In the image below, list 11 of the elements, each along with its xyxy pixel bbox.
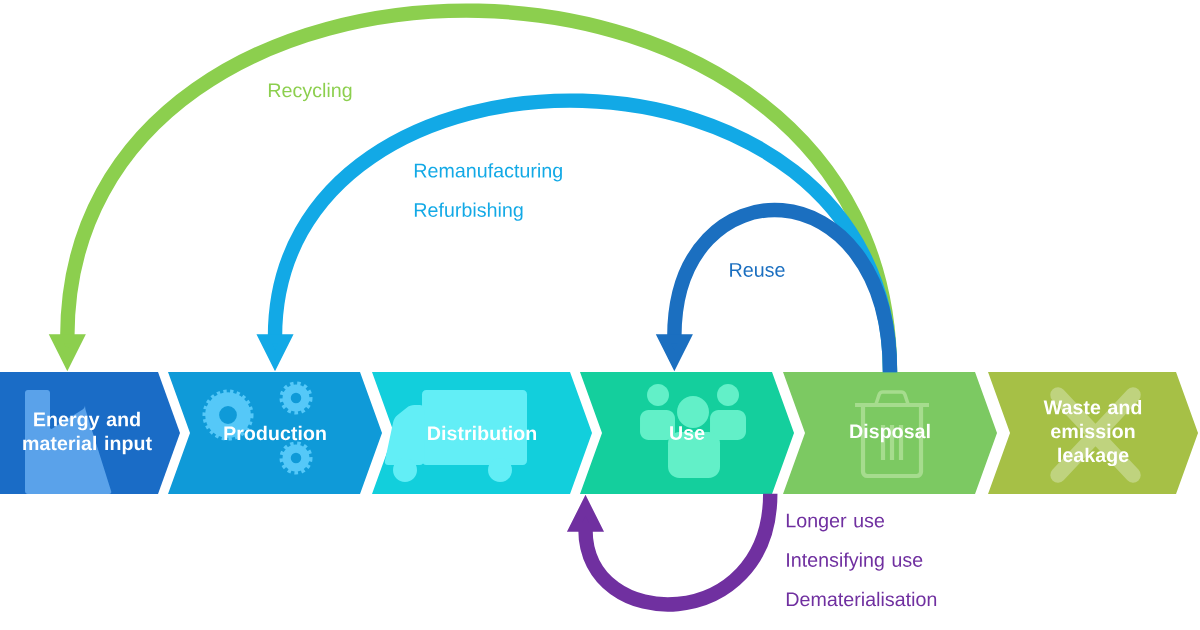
edge-label: Recycling xyxy=(268,82,352,102)
process-step: Use xyxy=(580,372,794,494)
edge-label: Remanufacturing Refurbishing xyxy=(414,163,562,221)
process-step: Waste and emission leakage xyxy=(988,372,1198,494)
process-step: Energy and material input xyxy=(0,372,180,494)
process-step: Disposal xyxy=(783,372,997,494)
curved-arrow xyxy=(566,492,778,612)
edge-label: Longer use Intensifying use Dematerialisation xyxy=(786,513,937,607)
process-step: Production xyxy=(168,372,382,494)
process-step: Distribution xyxy=(372,372,592,494)
edge-label: Reuse xyxy=(730,263,785,277)
